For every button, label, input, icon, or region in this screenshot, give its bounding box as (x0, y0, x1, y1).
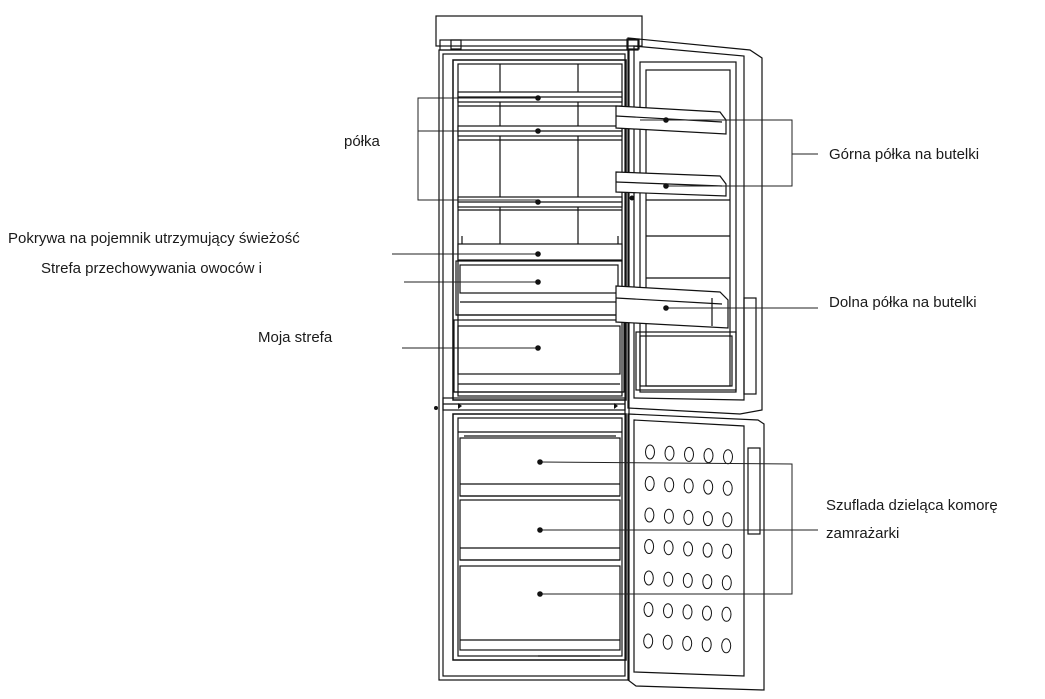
dimple (645, 444, 655, 460)
compartment-divider (442, 397, 626, 411)
dimple (703, 479, 714, 495)
dimple (721, 575, 732, 591)
dimple (702, 511, 713, 527)
dimple (644, 539, 655, 554)
dimple (722, 543, 733, 559)
dimple (682, 572, 693, 588)
dimple (703, 448, 714, 464)
crisper-assembly (455, 236, 623, 316)
dimple (683, 509, 694, 525)
dimple (723, 449, 733, 465)
dimple (722, 512, 733, 528)
freezer-door (627, 413, 765, 691)
dimple (721, 638, 732, 654)
glass-shelves (457, 91, 623, 208)
dimple (721, 606, 732, 622)
fridge-body (435, 15, 643, 681)
dimple (702, 605, 712, 621)
fridge-door (627, 37, 763, 415)
dimple (643, 570, 654, 586)
label-freezer-drawer-line1: Szuflada dzieląca komorę (826, 497, 998, 514)
freezer-drawer-3 (459, 565, 621, 651)
callout-dots (535, 95, 669, 597)
dimple (663, 603, 673, 619)
freezer-compartment (452, 413, 627, 661)
dimple (643, 633, 654, 649)
label-shelf: półka (344, 133, 381, 150)
label-my-zone: Moja strefa (258, 329, 333, 346)
dimple (682, 604, 693, 620)
dimple (683, 478, 694, 494)
dimple (701, 637, 712, 653)
dimple (663, 571, 674, 587)
dimple (682, 635, 693, 651)
my-zone-drawer (453, 319, 625, 393)
dimple (663, 508, 674, 524)
label-freezer-drawer-line2: zamrażarki (826, 525, 899, 542)
dimple (684, 446, 694, 462)
dimple (722, 480, 733, 496)
freezer-drawer-1 (459, 437, 621, 497)
dimple (644, 507, 655, 523)
dimple (662, 634, 673, 650)
label-fruit-zone: Strefa przechowywania owoców i (41, 260, 262, 277)
dimple (702, 542, 713, 558)
callout-lines (392, 97, 818, 595)
hinge-markers (434, 195, 635, 410)
dimple (644, 476, 655, 491)
dimple (702, 574, 713, 590)
crisper-cover (457, 243, 623, 261)
dimple (663, 540, 674, 556)
label-lower-bottle-shelf: Dolna półka na butelki (829, 294, 977, 311)
dimple (664, 477, 675, 493)
door-bottle-shelves (615, 105, 729, 329)
label-crisper-cover: Pokrywa na pojemnik utrzymujący świeżość (8, 230, 300, 247)
dimple (643, 602, 654, 617)
dimple (664, 445, 675, 461)
fruit-drawer (455, 260, 623, 316)
dimple (683, 541, 694, 557)
label-upper-bottle-shelf: Górna półka na butelki (829, 146, 979, 163)
freezer-door-dimples (643, 444, 733, 654)
